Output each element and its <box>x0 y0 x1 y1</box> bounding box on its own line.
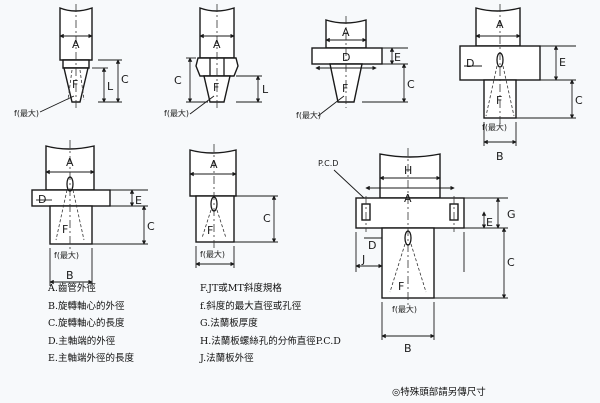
fig6-label-f-max: f(最大) <box>200 249 225 259</box>
fig4-label-A: A <box>496 18 504 31</box>
legend-right-column: F.JT或MT斜度規格 f.斜度的最大直徑或孔徑 G.法蘭板厚度 H.法蘭板螺絲… <box>200 280 341 368</box>
fig4-label-F: F <box>496 94 502 107</box>
fig4-label-B: B <box>496 150 504 163</box>
fig5-label-B: B <box>66 269 74 282</box>
fig4-label-C: C <box>575 94 583 107</box>
legend-item-G: G.法蘭板厚度 <box>200 318 258 330</box>
fig7-label-H: H <box>404 164 412 177</box>
legend-item-F: F.JT或MT斜度規格 <box>200 283 282 294</box>
fig7-label-F: F <box>398 280 404 293</box>
figure-3-flange-short <box>311 16 408 117</box>
fig7-label-G: G <box>507 208 516 221</box>
special-head-note: ◎特殊頭部請另傳尺寸 <box>392 387 486 398</box>
fig1-label-F: F <box>72 78 78 91</box>
fig2-label-C: C <box>174 74 182 87</box>
figure-5-flange-straight <box>31 140 148 286</box>
fig3-label-f-max: f(最大) <box>296 110 321 120</box>
figure-6-plain-shaft <box>189 144 278 268</box>
fig7-label-f-max: f(最大) <box>392 304 417 314</box>
figure-2-nut-taper <box>186 4 262 115</box>
legend-left-column: A.齒管外徑 B.旋轉軸心的外徑 C.旋轉軸心的長度 D.主軸端的外徑 E.主軸… <box>48 280 134 368</box>
fig2-label-F: F <box>213 81 219 94</box>
fig2-label-A: A <box>213 38 221 51</box>
fig5-label-C: C <box>147 220 155 233</box>
fig7-label-J: J <box>361 253 365 266</box>
fig3-label-A: A <box>342 26 350 39</box>
legend-item-D: D.主軸端的外徑 <box>48 335 116 347</box>
figure-7-flange-pcd <box>333 148 508 340</box>
fig3-label-D: D <box>342 51 350 64</box>
fig5-label-f-max: f(最大) <box>54 250 79 260</box>
legend-item-B: B.旋轉軸心的外徑 <box>48 300 125 312</box>
fig2-label-f-max: f(最大) <box>164 108 189 118</box>
fig4-label-E: E <box>559 56 566 69</box>
fig7-label-D: D <box>368 239 376 252</box>
fig1-label-L: L <box>107 80 114 93</box>
legend-item-H: H.法蘭板螺絲孔的分佈直徑P.C.D <box>200 335 341 347</box>
fig5-label-F: F <box>62 223 68 236</box>
fig7-label-pcd: P.C.D <box>318 159 338 168</box>
fig1-label-f-max: f(最大) <box>14 108 39 118</box>
fig3-label-F: F <box>342 82 348 95</box>
legend-item-C: C.旋轉軸心的長度 <box>48 318 125 330</box>
fig6-label-A: A <box>210 158 218 171</box>
fig4-label-f-max: f(最大) <box>482 122 507 132</box>
fig6-label-C: C <box>263 212 271 225</box>
fig4-label-D: D <box>466 57 474 70</box>
fig7-label-E: E <box>486 216 493 229</box>
fig7-label-C: C <box>507 256 515 269</box>
legend-item-J: J.法蘭板外徑 <box>200 353 254 365</box>
figure-4-flange-long <box>459 4 576 146</box>
figure-1-straight-taper <box>39 4 122 113</box>
legend-item-A: A.齒管外徑 <box>48 283 96 294</box>
fig3-label-C: C <box>407 78 415 91</box>
fig3-label-E: E <box>394 51 401 64</box>
fig1-label-A: A <box>72 38 80 51</box>
legend-item-E: E.主軸端外徑的長度 <box>48 353 134 365</box>
fig2-label-L: L <box>262 83 269 96</box>
fig7-label-B: B <box>404 342 412 355</box>
fig5-label-A: A <box>66 156 74 169</box>
legend-item-f: f.斜度的最大直徑或孔徑 <box>200 300 302 312</box>
fig5-label-D: D <box>38 193 46 206</box>
fig1-label-C: C <box>121 73 129 86</box>
fig6-label-F: F <box>207 224 213 237</box>
fig5-label-E: E <box>135 194 142 207</box>
fig7-label-A: A <box>404 192 412 205</box>
